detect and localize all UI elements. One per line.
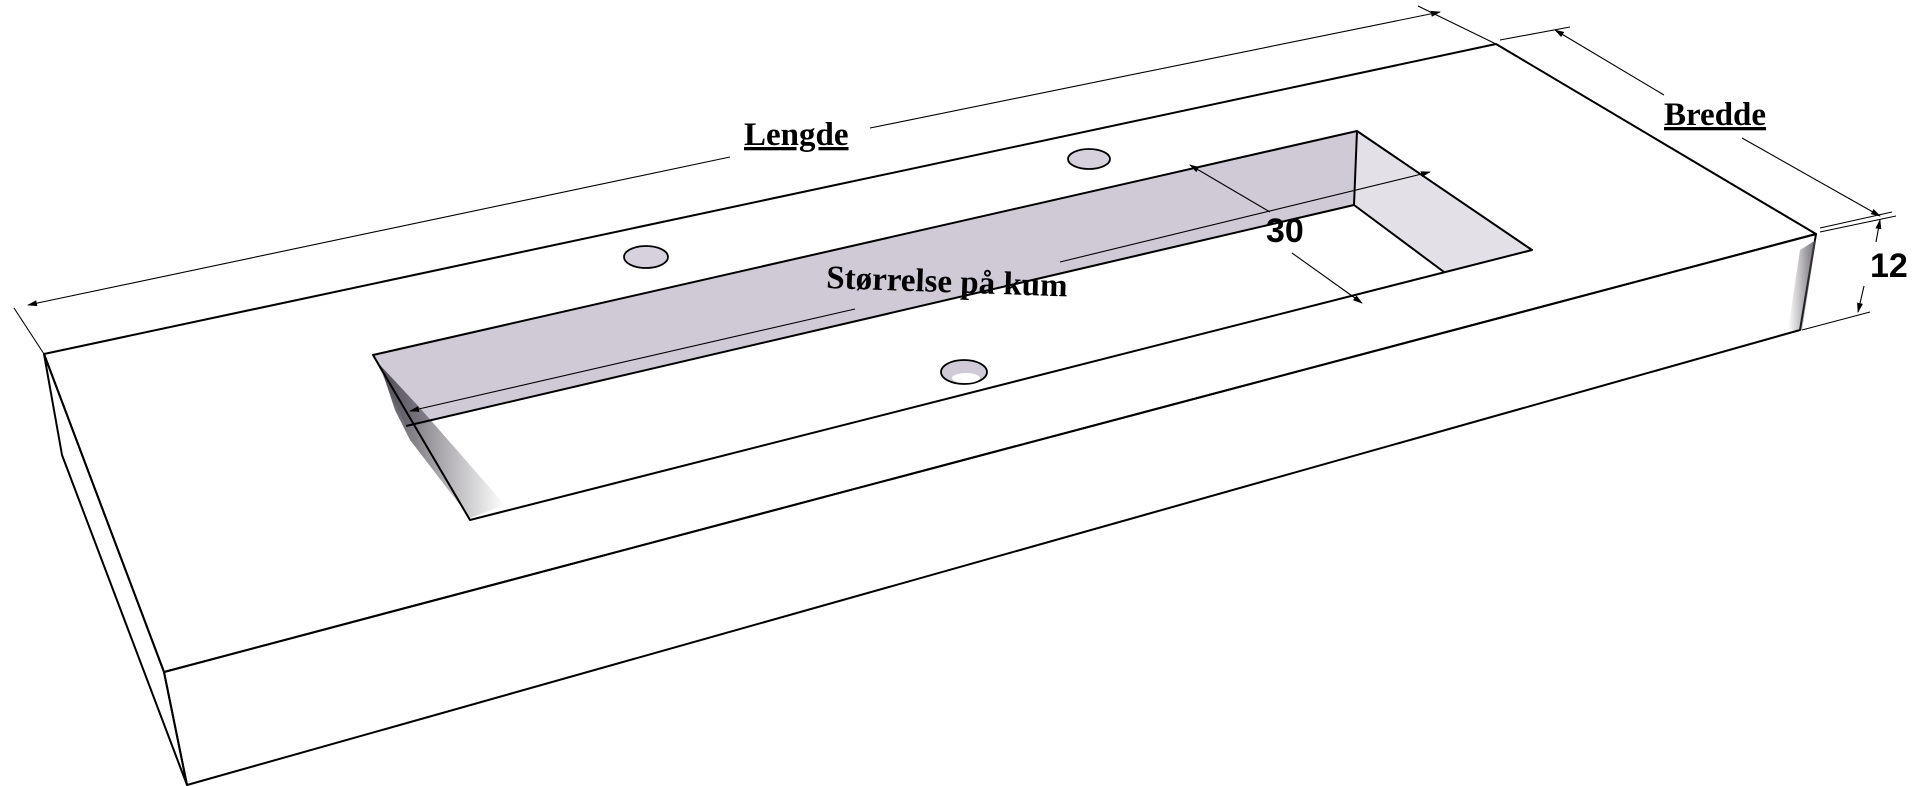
length-label: Lengde [744,117,849,153]
basin-back-wall [373,131,1357,426]
tap-hole-right [1067,148,1111,170]
length-dimension [13,5,1497,355]
basin-depth-label: 30 [1266,212,1304,250]
basin-size-label: Størrelse på kum [826,260,1069,304]
basin-left-shadow [380,365,505,518]
basin-size-dimension [409,171,1431,412]
basin-right-wall [1354,131,1532,272]
basin-depth-dimension [1189,164,1363,304]
tap-hole-left [623,245,669,269]
left-end-face [43,353,188,786]
ellipse-hole-icon [623,245,669,269]
thickness-label: 12 [1870,247,1908,285]
right-end-shadow [1788,240,1816,330]
thickness-dimension [1801,215,1897,331]
drain-hole [940,359,988,385]
drain-hole-inner [952,373,980,383]
basin-opening-outline [372,130,1533,521]
width-dimension [1499,26,1893,229]
width-label: Bredde [1664,97,1766,133]
basin-floor [406,205,1444,520]
ellipse-hole-icon [1067,148,1111,170]
basin-inner-edges [405,130,1445,427]
